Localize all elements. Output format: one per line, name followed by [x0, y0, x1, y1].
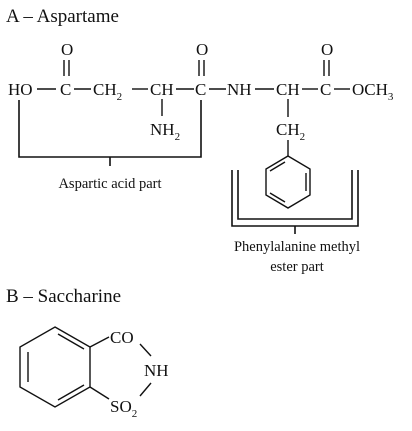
saccharine-heading: B – Saccharine: [6, 286, 121, 307]
atom-c3: C: [320, 80, 331, 99]
atom-ch2-b: CH2: [276, 120, 305, 143]
atom-ch-a: CH: [150, 80, 174, 99]
double-bond-2: [198, 60, 205, 76]
double-bond-1: [63, 60, 70, 76]
atom-nh: NH: [227, 80, 252, 99]
atom-nh2: NH2: [150, 120, 180, 143]
oxygen-2: O: [196, 40, 208, 59]
atom-ch2-a: CH2: [93, 80, 122, 103]
benzene-ring-b: [19, 326, 91, 408]
atom-och3: OCH3: [352, 80, 394, 103]
atom-nh-b: NH: [144, 361, 169, 380]
bond-nh-so2: [139, 382, 152, 397]
atom-so2: SO2: [110, 397, 137, 420]
bond-ring-co: [89, 336, 110, 348]
phenylalanine-bracket: [231, 170, 359, 234]
atom-co: CO: [110, 328, 134, 347]
atom-c1: C: [60, 80, 71, 99]
aspartame-heading: A – Aspartame: [6, 6, 119, 27]
bond-ring-so2: [89, 386, 110, 400]
bond-co-nh: [139, 343, 152, 357]
aspartic-acid-caption: Aspartic acid part: [58, 176, 161, 192]
oxygen-1: O: [61, 40, 73, 59]
benzene-ring-a: [265, 155, 311, 209]
atom-ho: HO: [8, 80, 33, 99]
phenylalanine-caption-line1: Phenylalanine methyl: [234, 239, 360, 255]
oxygen-3: O: [321, 40, 333, 59]
atom-c2: C: [195, 80, 206, 99]
double-bond-3: [323, 60, 330, 76]
atom-ch-b: CH: [276, 80, 300, 99]
phenylalanine-caption-line2: ester part: [270, 259, 324, 275]
